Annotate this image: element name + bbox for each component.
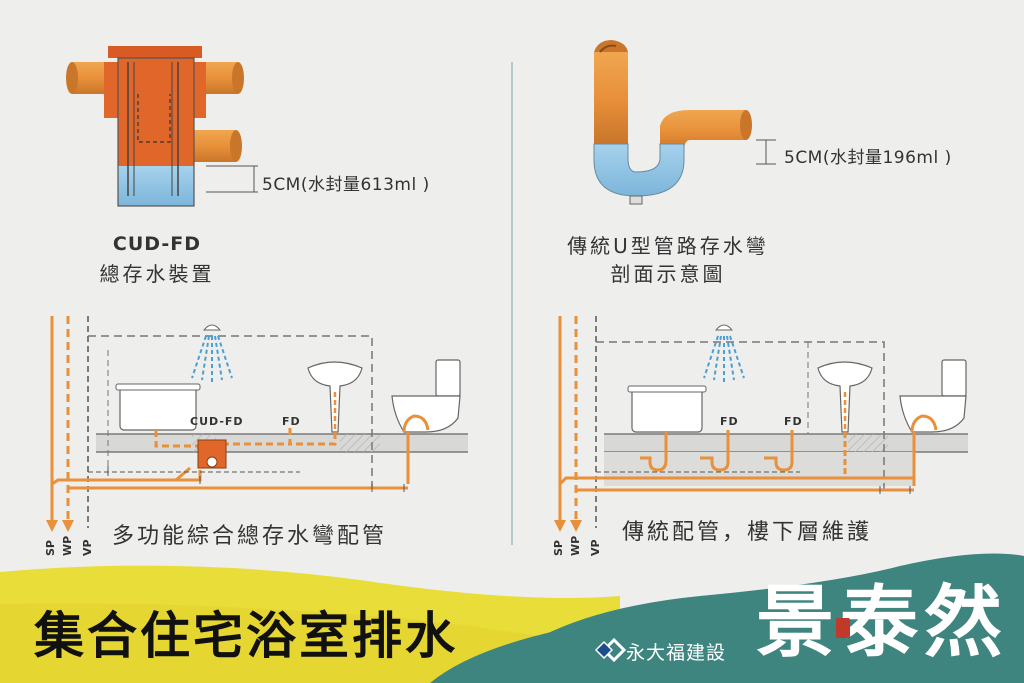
cud-measure-label: 5CM(水封量613ml ) — [262, 175, 430, 195]
company-name: 永大福建設 — [626, 642, 727, 664]
cud-subtitle: 總存水裝置 — [99, 262, 215, 286]
bottom-banner — [0, 553, 1024, 683]
banner-title: 集合住宅浴室排水 — [34, 606, 458, 665]
fd-tag-right-1: FD — [720, 415, 739, 428]
diamond-logo-icon — [594, 637, 627, 663]
cud-system-piping — [46, 316, 468, 532]
brand-logo-text: 景泰然 — [756, 577, 1009, 668]
traditional-piping — [554, 316, 968, 532]
traditional-caption: 傳統配管，樓下層維護 — [622, 520, 873, 545]
riser-label-sp-right: SP — [552, 540, 565, 556]
riser-label-sp: SP — [44, 540, 57, 556]
fd-tag-right-2: FD — [784, 415, 803, 428]
cud-fd-device-illustration — [66, 46, 258, 207]
riser-label-vp-right: VP — [589, 539, 602, 556]
fd-tag-left: FD — [282, 415, 301, 428]
cud-fd-tag: CUD-FD — [190, 415, 244, 428]
riser-label-wp: WP — [61, 535, 74, 556]
cud-title: CUD-FD — [112, 233, 202, 255]
u-trap-illustration — [593, 40, 776, 205]
u-trap-measure-label: 5CM(水封量196ml ) — [784, 148, 952, 168]
u-trap-subtitle: 剖面示意圖 — [610, 262, 726, 286]
red-seal-icon — [836, 618, 850, 638]
riser-label-vp: VP — [81, 539, 94, 556]
cud-system-caption: 多功能綜合總存水彎配管 — [112, 524, 388, 549]
riser-label-wp-right: WP — [569, 535, 582, 556]
u-trap-title: 傳統U型管路存水彎 — [567, 234, 769, 258]
